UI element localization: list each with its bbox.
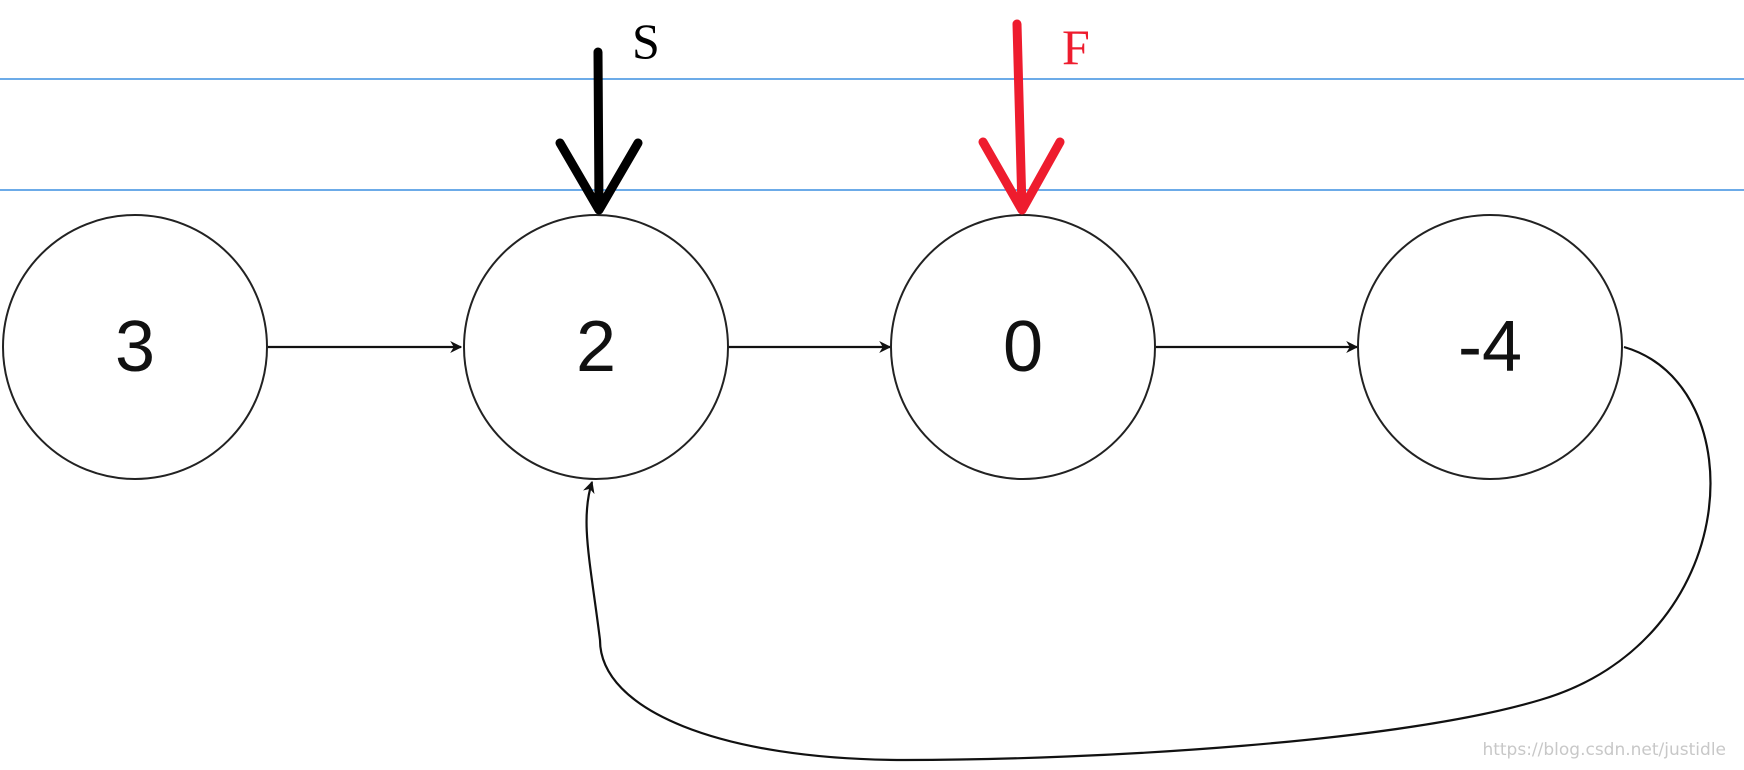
node-circle (1357, 214, 1623, 480)
node-value: 3 (115, 307, 155, 387)
watermark-text: https://blog.csdn.net/justidle (1482, 740, 1726, 760)
slow-pointer: S (555, 13, 660, 215)
node-circle (463, 214, 729, 480)
list-node-2: 0 (890, 214, 1156, 480)
list-node-0: 3 (2, 214, 268, 480)
node-value: 2 (576, 307, 616, 387)
node-value: -4 (1458, 307, 1522, 387)
fast-pointer-arrow-icon (978, 19, 1065, 215)
fast-pointer: F (978, 19, 1090, 215)
edge-neg4-to-2-cycle (583, 345, 1712, 762)
node-value: 0 (1003, 307, 1043, 387)
slow-pointer-arrow-icon (555, 47, 643, 215)
fast-pointer-label: F (1062, 19, 1090, 75)
node-circle (2, 214, 268, 480)
list-node-3: -4 (1357, 214, 1623, 480)
list-node-1: 2 (463, 214, 729, 480)
node-circle (890, 214, 1156, 480)
slow-pointer-label: S (632, 13, 660, 69)
